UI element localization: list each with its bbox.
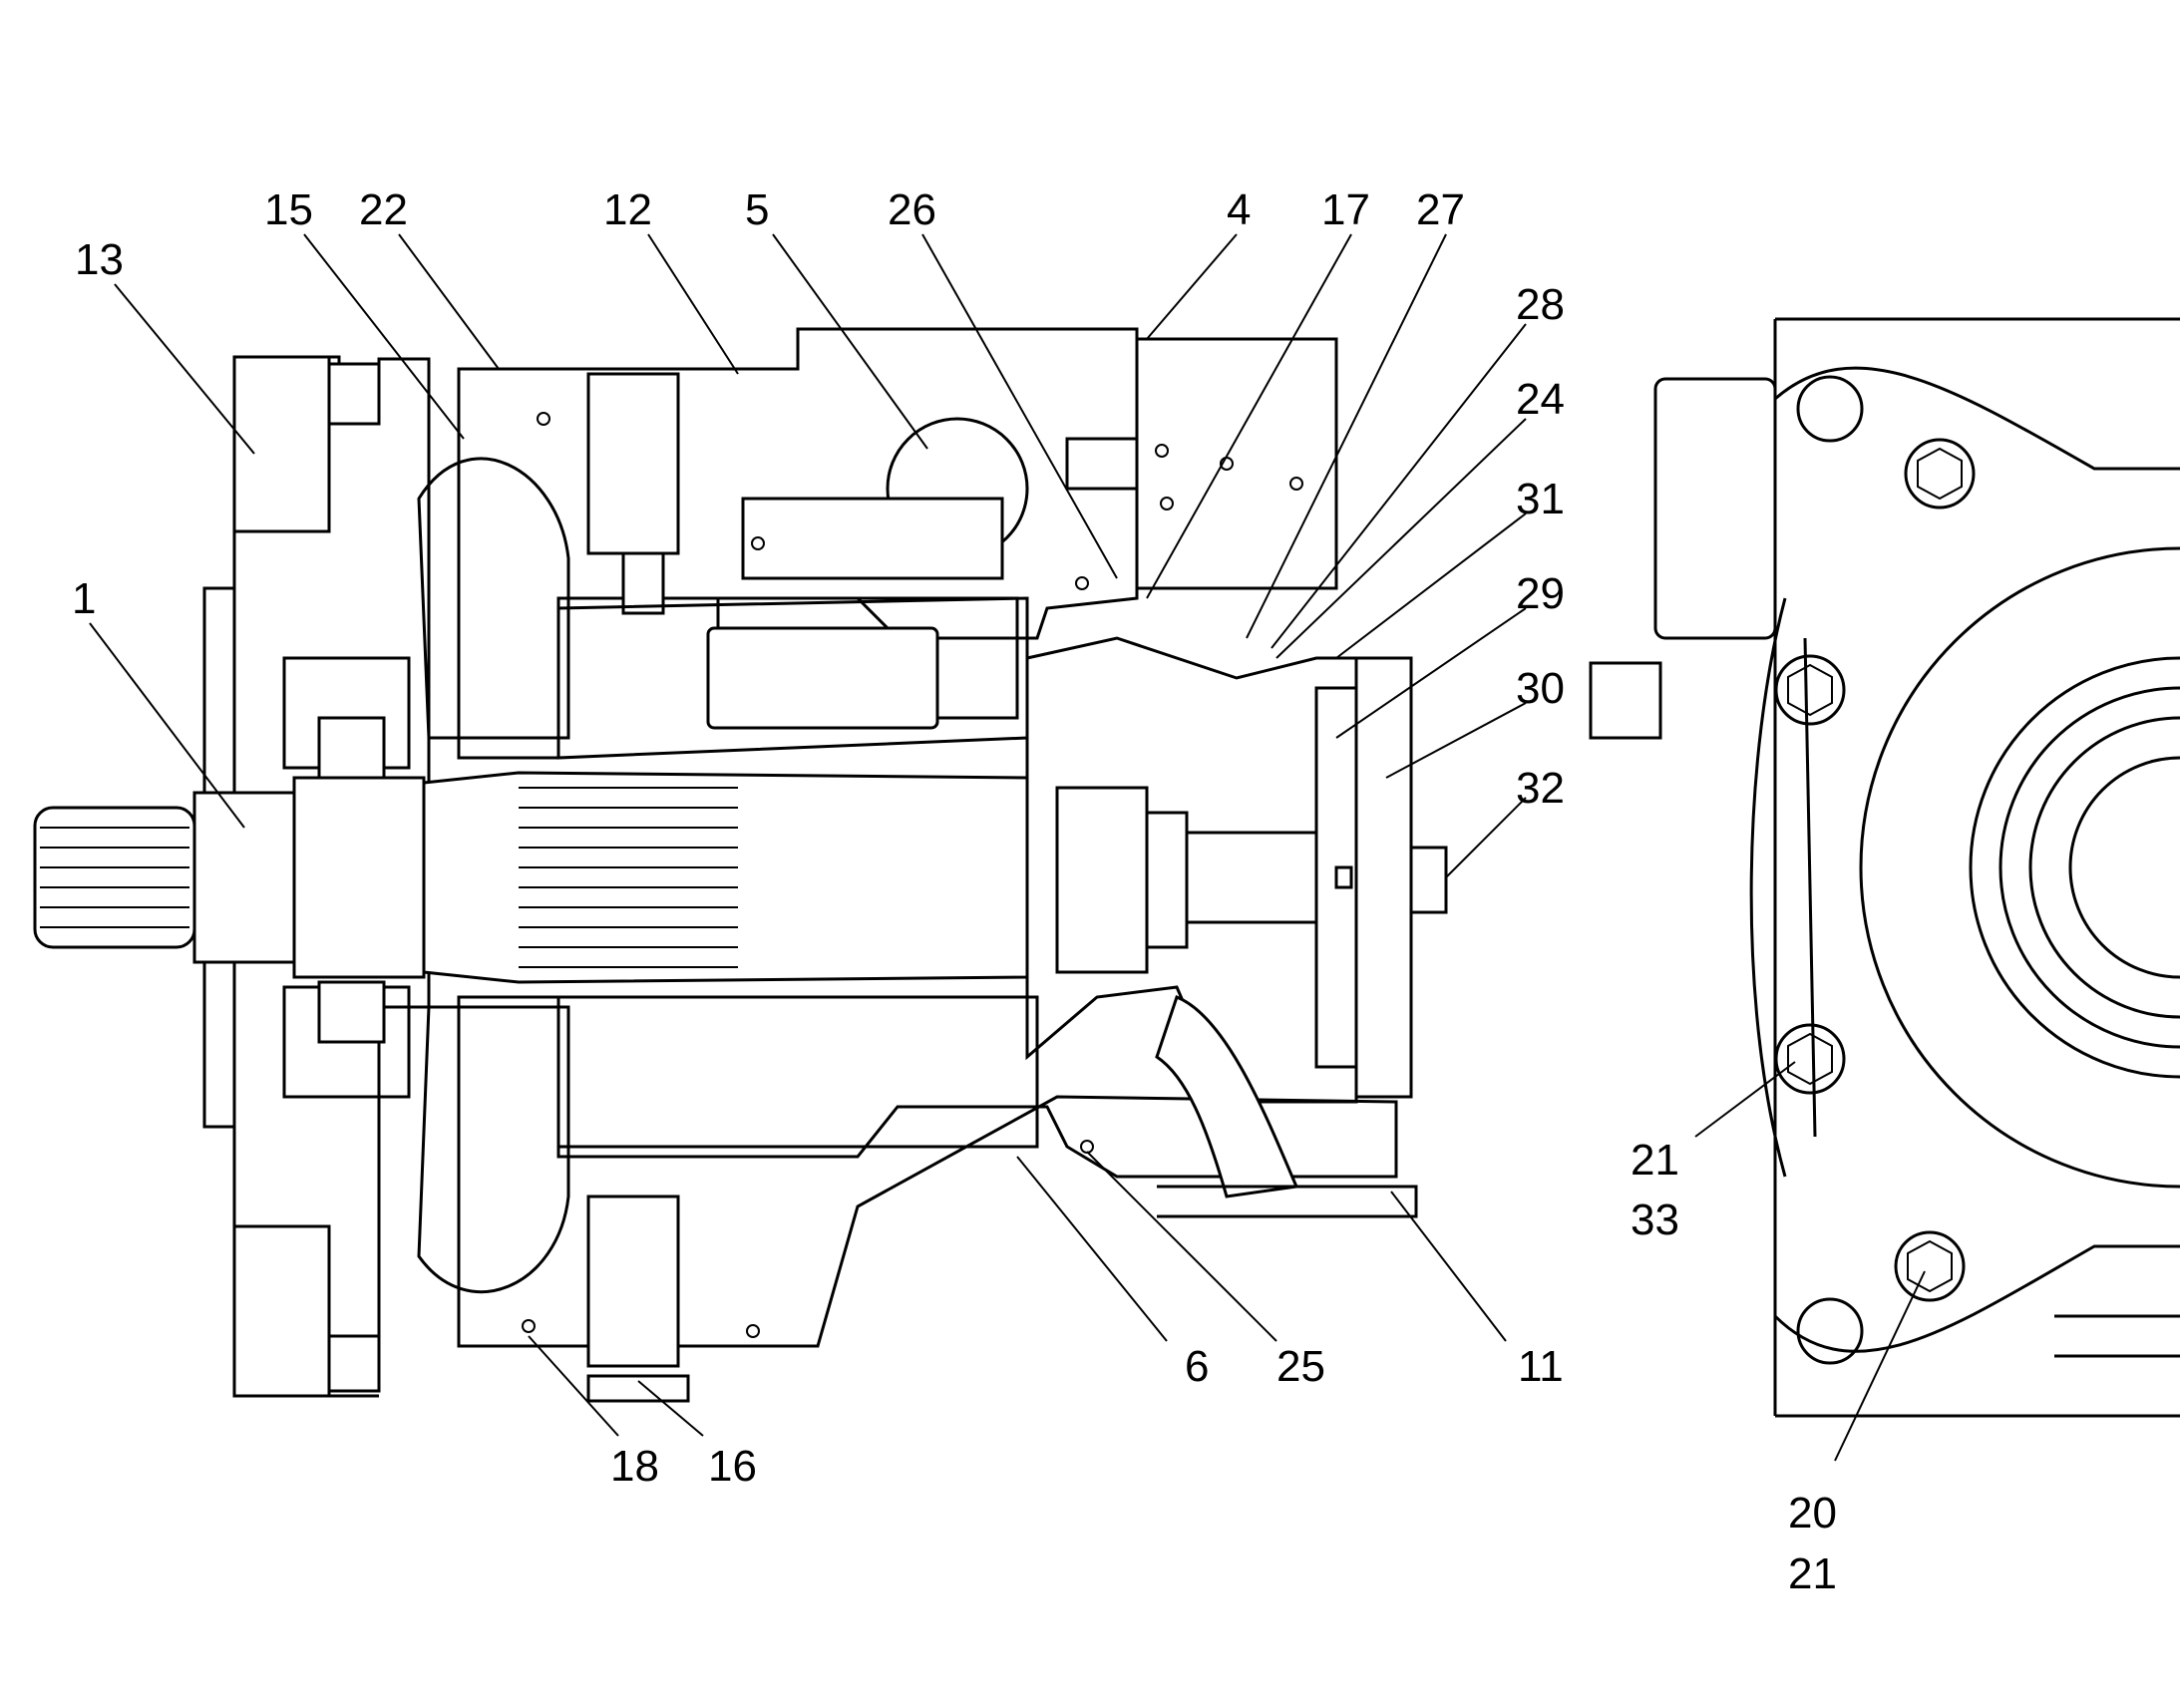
callout-25: 25	[1276, 1342, 1325, 1391]
callout-32: 32	[1516, 764, 1565, 813]
shaft-splines-center	[519, 787, 738, 968]
valve-block-part	[1065, 337, 1338, 590]
callout-labels: 13 15 22 12 5 26 4 17 27 28 24 31 29 30 …	[72, 185, 1837, 1598]
seals	[522, 412, 1094, 1338]
cylinder-block-part	[417, 457, 1039, 1294]
callout-5: 5	[745, 185, 769, 234]
callout-6: 6	[1185, 1342, 1209, 1391]
callout-31: 31	[1516, 475, 1565, 523]
end-view	[1589, 317, 2180, 1418]
callout-21-upper: 21	[1631, 1136, 1679, 1185]
callout-13: 13	[75, 235, 124, 284]
callout-20: 20	[1788, 1489, 1837, 1537]
callout-17: 17	[1321, 185, 1370, 234]
bolt-bottom	[1894, 1230, 1966, 1302]
callout-12: 12	[603, 185, 652, 234]
callout-26: 26	[888, 185, 936, 234]
callout-30: 30	[1516, 664, 1565, 713]
bolt-lower-left	[1774, 1023, 1846, 1095]
front-bearing	[282, 656, 411, 1099]
callout-28: 28	[1516, 280, 1565, 329]
callout-4: 4	[1227, 185, 1251, 234]
section-view	[33, 327, 1448, 1403]
callout-33: 33	[1631, 1196, 1679, 1244]
callout-27: 27	[1416, 185, 1465, 234]
bolt-upper-left	[1774, 654, 1846, 726]
mounting-flange-part	[202, 355, 431, 1398]
callout-11: 11	[1518, 1342, 1564, 1391]
callout-15: 15	[264, 185, 313, 234]
drive-shaft-part	[33, 771, 1318, 984]
callout-18: 18	[610, 1442, 659, 1491]
callout-22: 22	[359, 185, 408, 234]
callout-24: 24	[1516, 375, 1565, 424]
callout-1: 1	[72, 574, 96, 623]
end-plate-part	[1314, 656, 1448, 1099]
end-cover-part	[1025, 636, 1418, 1218]
callout-29: 29	[1516, 569, 1565, 618]
callout-16: 16	[708, 1442, 757, 1491]
leader-lines	[89, 233, 1926, 1462]
shaft-spline-teeth	[40, 827, 189, 928]
callout-21-lower: 21	[1788, 1549, 1837, 1598]
bolt-top	[1904, 438, 1976, 510]
